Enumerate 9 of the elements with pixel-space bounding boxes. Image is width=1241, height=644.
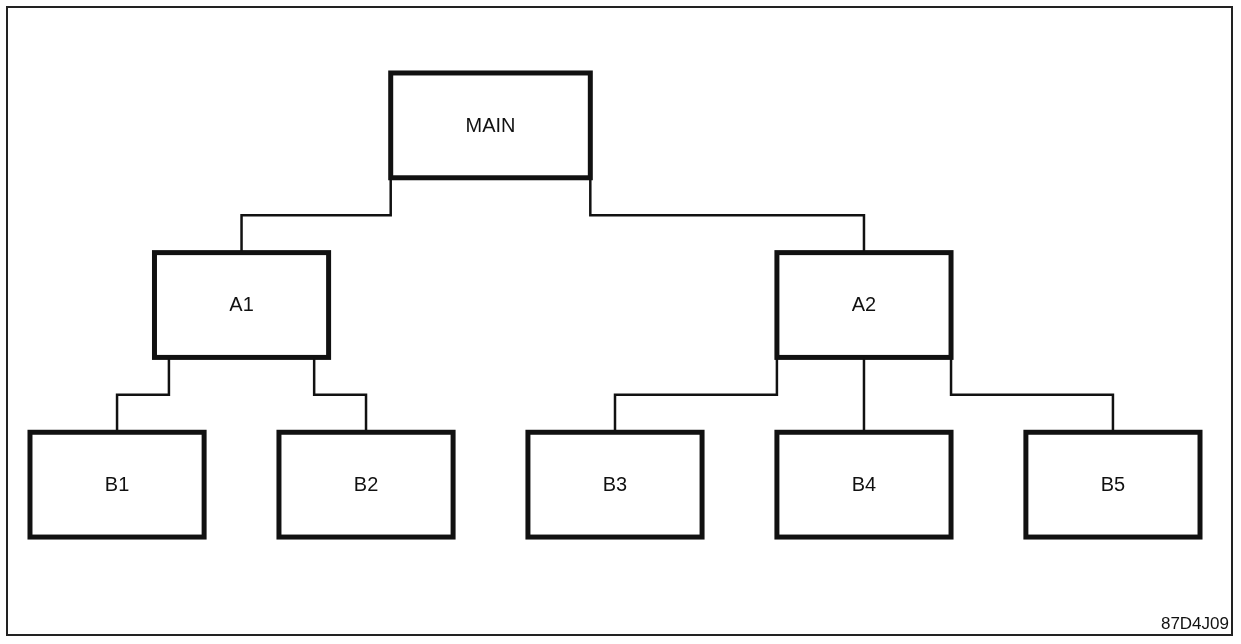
node-box: A2 xyxy=(774,250,954,360)
node-box: MAIN xyxy=(388,70,593,181)
node-box: B3 xyxy=(525,429,705,540)
figure-code: 87D4J09 xyxy=(1160,614,1229,634)
node-box: A1 xyxy=(152,250,332,360)
node-box: B4 xyxy=(774,429,954,540)
node-box: B2 xyxy=(276,429,456,540)
node-box: B1 xyxy=(27,429,207,540)
node-box: B5 xyxy=(1023,429,1203,540)
